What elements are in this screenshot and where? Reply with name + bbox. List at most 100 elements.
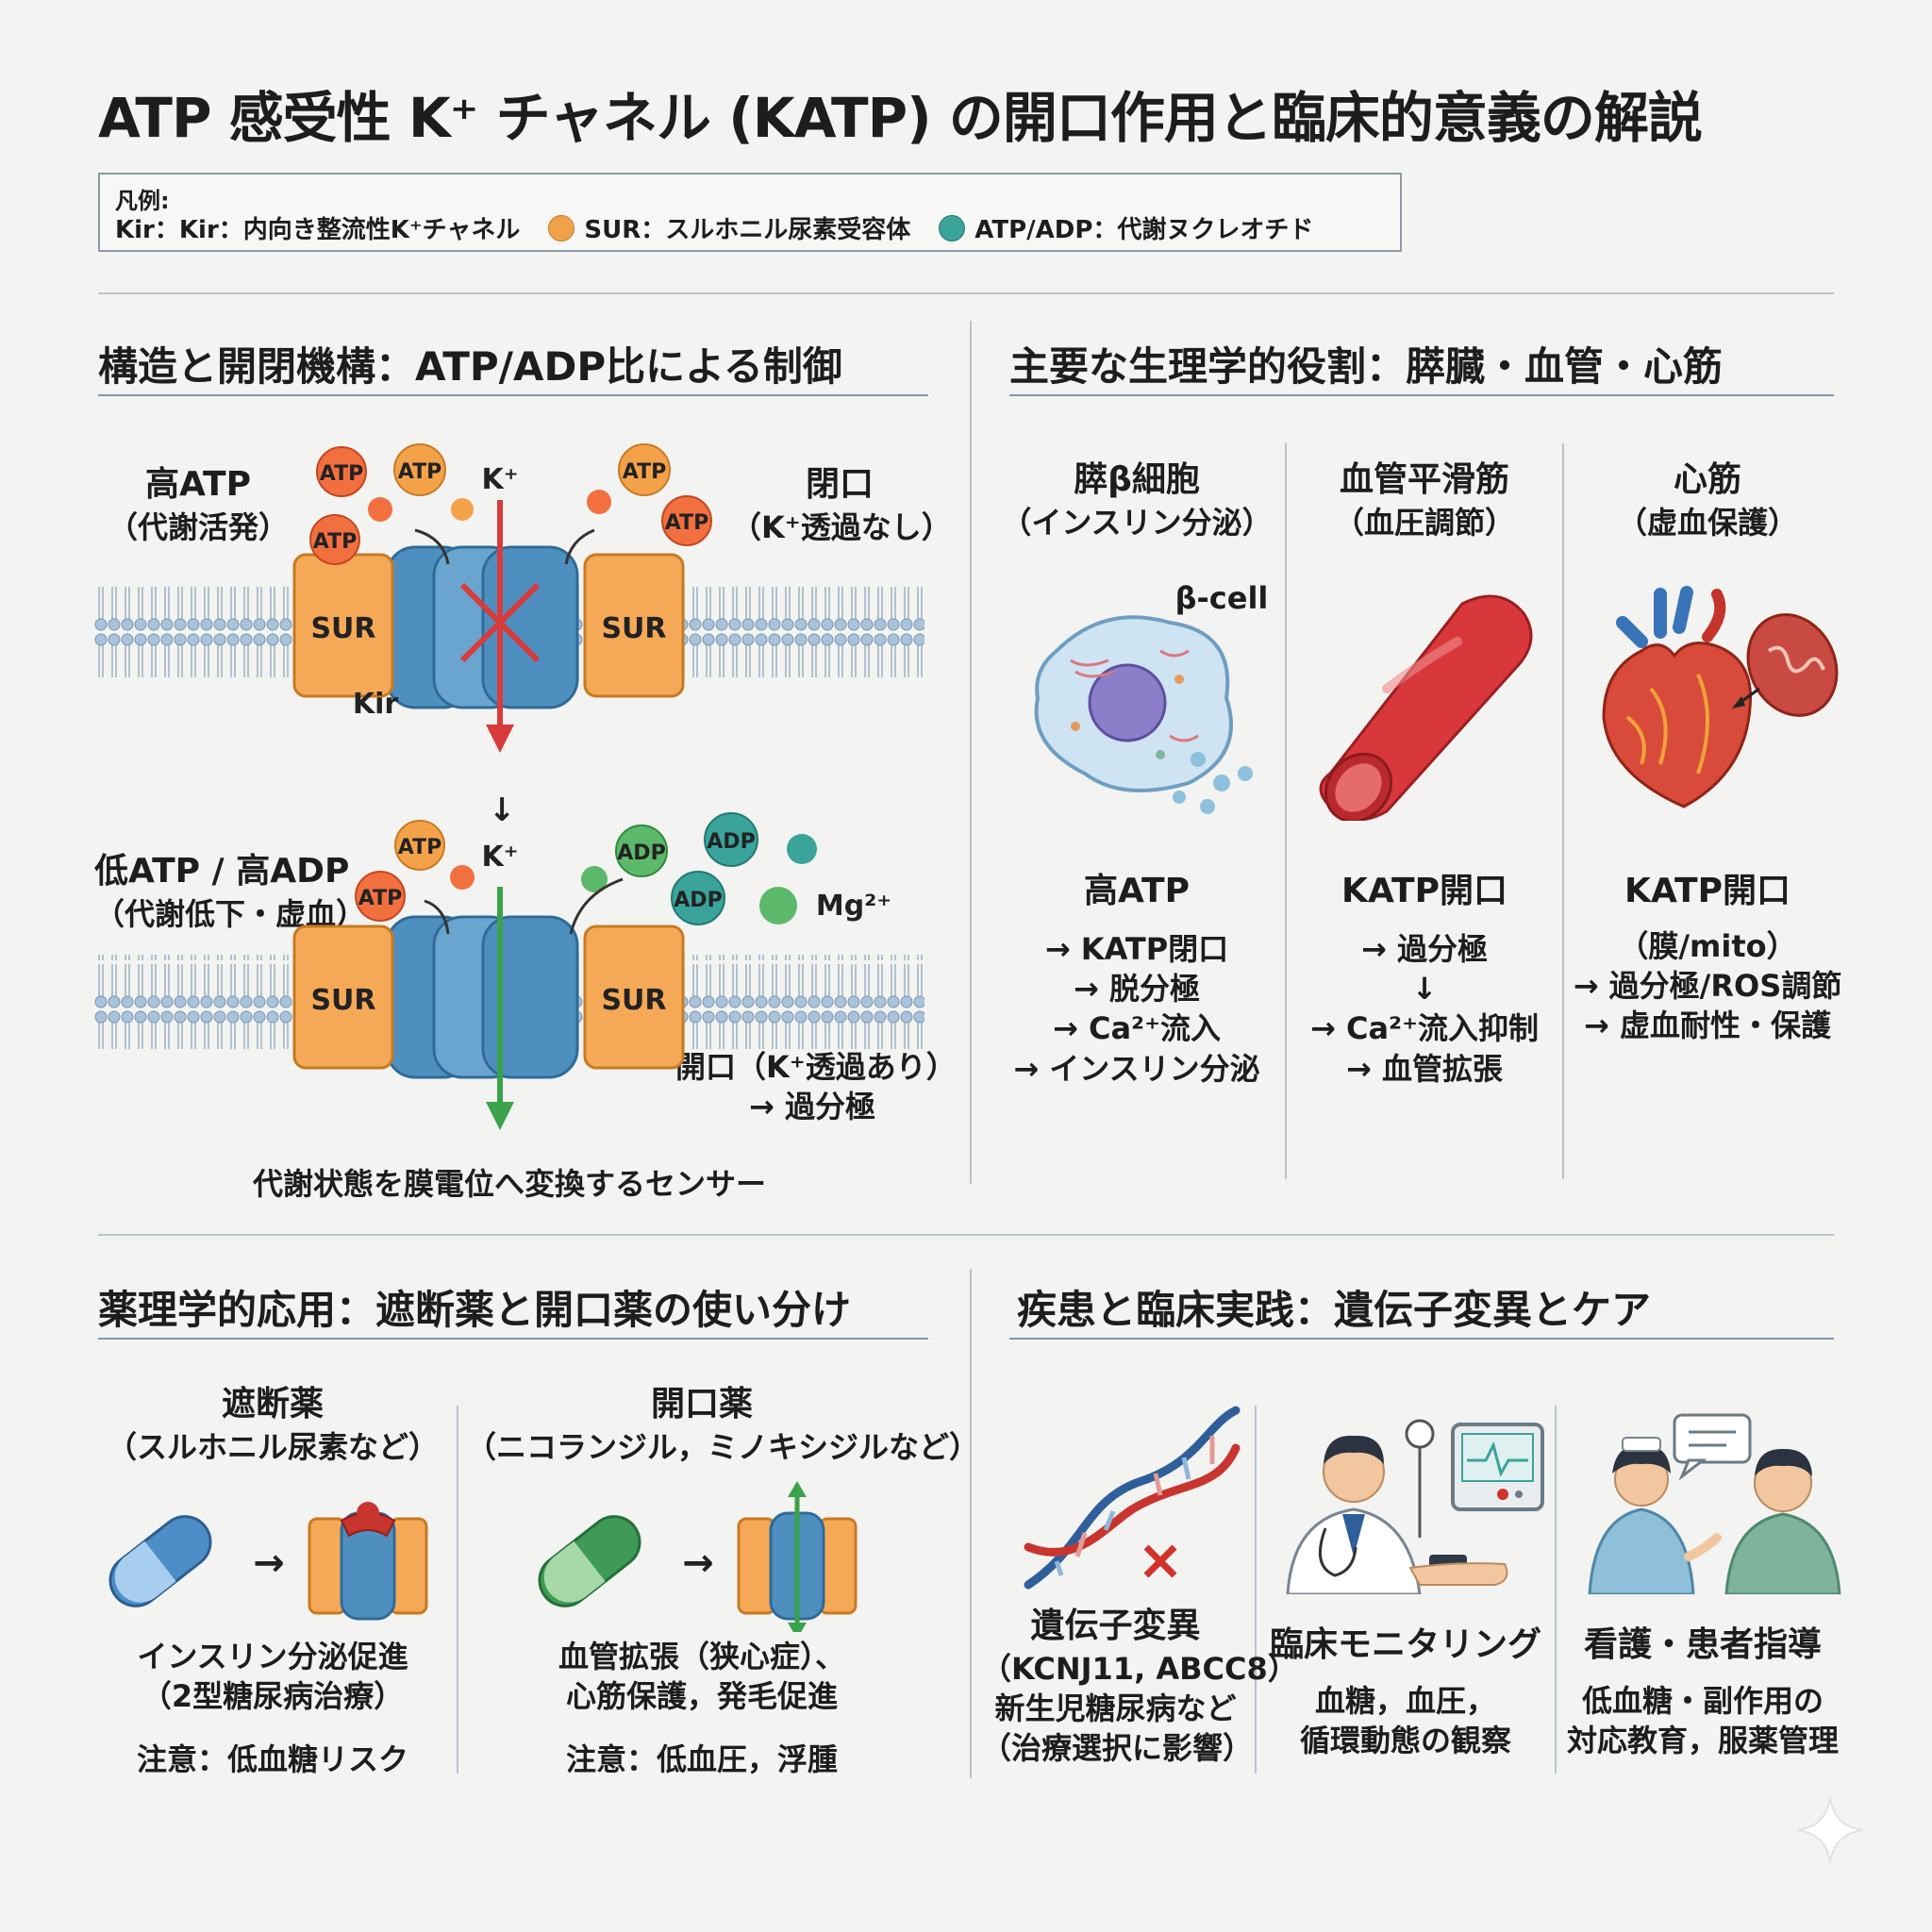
cardiac-title: 心筋 xyxy=(1673,460,1741,499)
high-atp-title: 高ATP xyxy=(144,465,251,504)
high-atp-sub: （代謝活発） xyxy=(107,508,289,545)
adp-label: ADP xyxy=(707,830,755,854)
kir-label: Kir xyxy=(353,688,399,721)
nursing-education-title: 看護・患者指導 xyxy=(1583,1625,1822,1664)
beta-cell-sub: （インスリン分泌） xyxy=(1001,504,1273,541)
sur-right-top xyxy=(583,553,685,698)
physiology-col-divider-1 xyxy=(1285,443,1287,1179)
clinical-monitoring-block: 臨床モニタリング 血糖，血圧， 循環動態の観察 xyxy=(1259,1623,1552,1760)
divider-middle xyxy=(98,1234,1834,1236)
open-title: 開口（K⁺透過あり） xyxy=(675,1049,957,1085)
physiology-heading: 主要な生理学的役割：膵臓・血管・心筋 xyxy=(1009,343,1724,390)
sensor-caption: 代謝状態を膜電位へ変換するセンサー xyxy=(252,1166,766,1202)
clinical-monitoring-line: 血糖，血圧， xyxy=(1314,1682,1496,1719)
open-channel-icon xyxy=(737,1481,858,1632)
nursing-education-line: 低血糖・副作用の xyxy=(1581,1682,1824,1719)
cardiac-sub: （虚血保護） xyxy=(1616,504,1798,541)
legend: 凡例: Kir：Kir：内向き整流性K⁺チャネル SUR：スルホニル尿素受容体 … xyxy=(98,173,1402,252)
closed-sub: （K⁺透過なし） xyxy=(731,508,952,545)
clinical-col-divider-1 xyxy=(1255,1406,1257,1774)
page-title: ATP 感受性 K⁺ チャネル (KATP) の開口作用と臨床的意義の解説 xyxy=(98,86,1703,150)
low-atp-label: 低ATP / 高ADP （代謝低下・虚血） xyxy=(94,849,366,934)
opener-effect: 血管拡張（狭心症）、 心筋保護，発毛促進 xyxy=(466,1637,938,1716)
divider-top xyxy=(98,292,1834,294)
adp-label: ADP xyxy=(617,841,665,865)
cardiac-header: 心筋 （虚血保護） xyxy=(1571,458,1844,542)
beta-cell-tag: β-cell xyxy=(1174,580,1269,616)
cardiac-pathway: （膜/mito） → 過分極/ROS調節 → 虚血耐性・保護 xyxy=(1566,926,1849,1046)
opener-caution: 注意：低血圧，浮腫 xyxy=(565,1741,838,1777)
arrow-icon: → xyxy=(253,1541,285,1585)
opener-title: 開口薬 xyxy=(650,1385,753,1424)
structure-heading: 構造と開閉機構：ATP/ADP比による制御 xyxy=(98,343,842,390)
vascular-head: KATP開口 xyxy=(1341,872,1507,910)
k-ion-bottom: K⁺ xyxy=(481,841,518,874)
atp-label: ATP xyxy=(623,460,666,484)
clinical-heading-underline xyxy=(1009,1338,1834,1340)
closed-label: 閉口 （K⁺透過なし） xyxy=(731,462,952,547)
pathway-step: → インスリン分泌 xyxy=(1013,1050,1260,1087)
legend-kir: Kir：Kir：内向き整流性K⁺チャネル xyxy=(115,216,521,244)
pharmacology-heading-underline xyxy=(98,1338,928,1340)
sparkle-icon xyxy=(1796,1796,1864,1864)
cardiac-head: KATP開口 xyxy=(1624,872,1790,910)
arrow-icon: → xyxy=(682,1541,714,1585)
open-sub: → 過分極 xyxy=(749,1089,875,1125)
legend-sur: SUR：スルホニル尿素受容体 xyxy=(584,216,911,244)
blood-vessel-icon xyxy=(1319,594,1533,821)
structure-heading-underline xyxy=(98,394,928,396)
doctor-monitoring-icon xyxy=(1286,1419,1544,1594)
pathway-step: → 脱分極 xyxy=(1074,971,1200,1008)
pathway-step: → 過分極 xyxy=(1361,931,1488,967)
low-atp-title: 低ATP / 高ADP xyxy=(94,852,350,891)
pathway-step: → Ca²⁺流入抑制 xyxy=(1310,1010,1539,1047)
dna-icon xyxy=(1024,1406,1241,1590)
opener-effect-line: 血管拡張（狭心症）、 xyxy=(558,1639,845,1674)
beta-cell-header: 膵β細胞 （インスリン分泌） xyxy=(1000,458,1274,542)
blocker-caution: 注意：低血糖リスク xyxy=(136,1741,408,1777)
heart-icon xyxy=(1602,586,1839,808)
beta-cell-pathway: → KATP閉口 → 脱分極 → Ca²⁺流入 → インスリン分泌 xyxy=(1000,929,1274,1089)
blocker-effect-line: インスリン分泌促進 xyxy=(137,1639,408,1674)
pharmacology-col-divider xyxy=(457,1406,458,1774)
pathway-step: → 過分極/ROS調節 xyxy=(1573,968,1842,1005)
atp-molecules-top: ATP ATP ATP ATP ATP xyxy=(309,443,712,565)
speech-bubble-icon xyxy=(1673,1413,1752,1464)
mg-label: Mg²⁺ xyxy=(816,890,891,923)
katp-channel-diagram: SUR SUR K⁺ Kir ATP ATP ATP ATP ATP ↓ SUR… xyxy=(94,443,924,1130)
opener-header: 開口薬 （ニコランジル，ミノキシジルなど） xyxy=(466,1382,979,1467)
legend-atp-adp: ATP/ADP：代謝ヌクレオチド xyxy=(974,216,1314,244)
blocker-effect: インスリン分泌促進 （2型糖尿病治療） xyxy=(98,1637,447,1716)
clinical-monitoring-line: 循環動態の観察 xyxy=(1299,1722,1511,1758)
clinical-monitoring-title: 臨床モニタリング xyxy=(1269,1625,1541,1664)
beta-cell-head: 高ATP xyxy=(1083,872,1190,910)
vascular-title: 血管平滑筋 xyxy=(1339,460,1509,499)
pathway-step: ↓ xyxy=(1411,971,1438,1008)
pathway-step: → 虚血耐性・保護 xyxy=(1584,1008,1831,1044)
channel-closed: SUR SUR xyxy=(292,500,685,753)
genetic-mutation-line: 新生児糖尿病など xyxy=(994,1690,1237,1726)
divider-mid-top xyxy=(970,321,972,1184)
nursing-education-block: 看護・患者指導 低血糖・副作用の 対応教育，服薬管理 xyxy=(1561,1623,1844,1760)
genetic-mutation-line: （KCNJ11, ABCC8） xyxy=(981,1650,1298,1687)
blocker-sub: （スルホニル尿素など） xyxy=(106,1428,439,1465)
k-ion-top: K⁺ xyxy=(481,463,518,496)
vascular-pathway: → 過分極 ↓ → Ca²⁺流入抑制 → 血管拡張 xyxy=(1288,929,1561,1089)
atp-label: ATP xyxy=(313,530,357,554)
genetic-mutation-title: 遺伝子変異 xyxy=(1030,1607,1201,1645)
nucleotides-bottom: ATP ATP ADP ADP ADP Mg²⁺ xyxy=(355,812,891,935)
sur-right-bottom xyxy=(583,924,685,1070)
pathway-step: （膜/mito） xyxy=(1618,928,1797,964)
sur-label: SUR xyxy=(601,984,666,1017)
vascular-sub: （血圧調節） xyxy=(1333,504,1515,541)
atp-label: ATP xyxy=(665,511,708,535)
pathway-step: → 血管拡張 xyxy=(1346,1050,1503,1087)
sur-label: SUR xyxy=(310,984,375,1017)
genetic-mutation-block: 遺伝子変異 （KCNJ11, ABCC8） 新生児糖尿病など （治療選択に影響） xyxy=(981,1604,1298,1768)
blocker-title: 遮断薬 xyxy=(221,1385,324,1424)
atp-label: ATP xyxy=(320,462,363,486)
adp-label: ADP xyxy=(674,889,722,912)
legend-row: Kir：Kir：内向き整流性K⁺チャネル SUR：スルホニル尿素受容体 ATP/… xyxy=(115,210,1313,245)
high-atp-label: 高ATP （代謝活発） xyxy=(104,462,292,547)
open-label: 開口（K⁺透過あり） → 過分極 xyxy=(675,1047,957,1126)
